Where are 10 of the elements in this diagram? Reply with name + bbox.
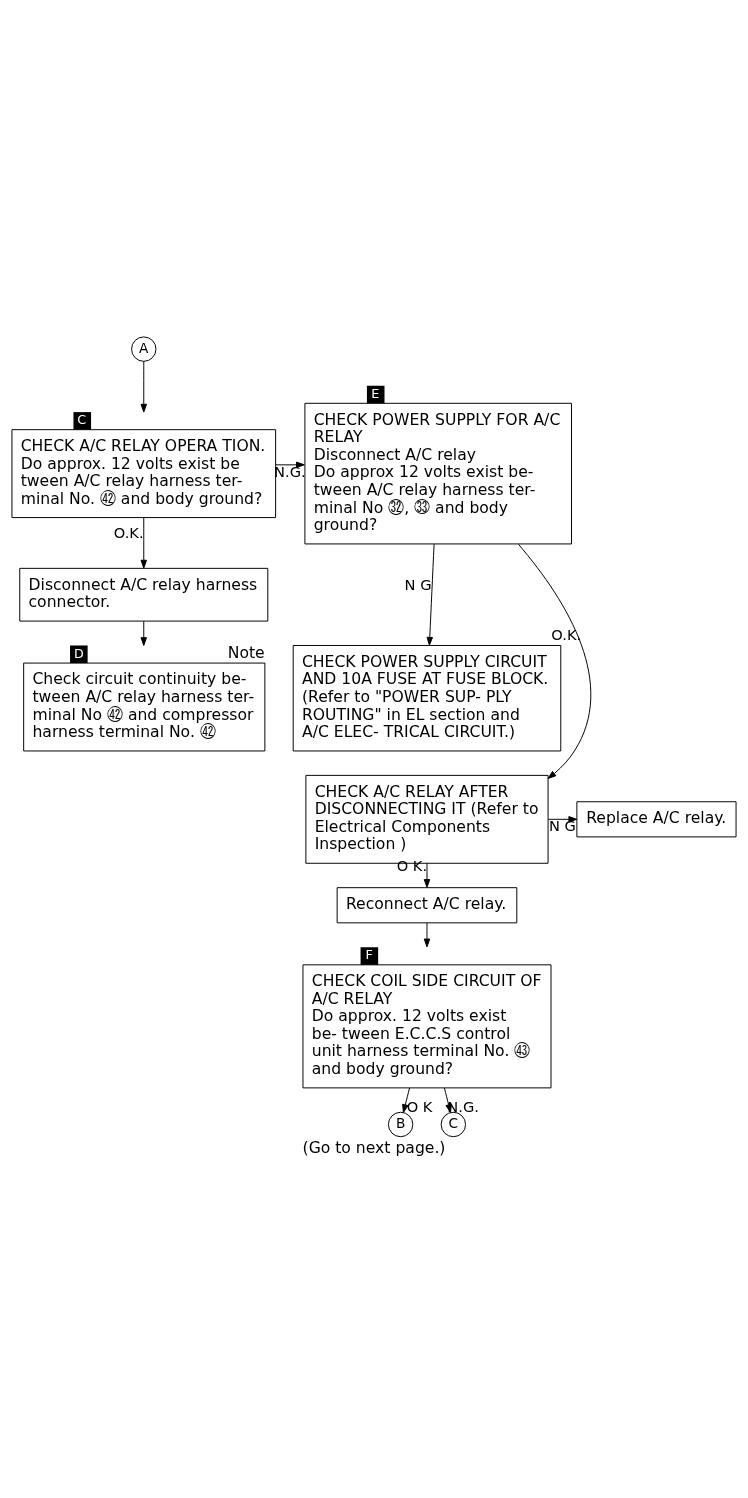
edge-label: O.K. xyxy=(551,625,582,643)
node-label: D xyxy=(73,645,84,661)
caption: (Go to next page.) xyxy=(302,1138,446,1157)
node-label: F xyxy=(365,946,373,962)
edge-label: N G xyxy=(404,575,432,593)
edge-label: O.K. xyxy=(113,523,144,541)
node-label: Note xyxy=(227,643,265,662)
node-label: E xyxy=(371,385,380,401)
node-label: C xyxy=(77,411,87,427)
edge-label: N G xyxy=(548,816,576,834)
